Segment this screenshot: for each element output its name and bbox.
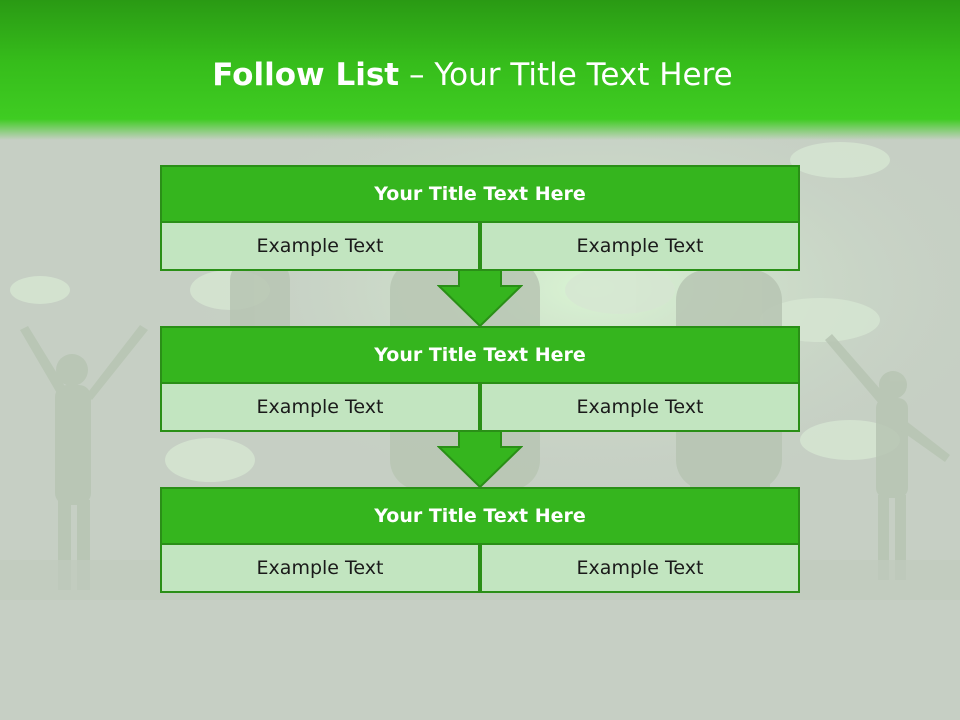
block-cell-right: Example Text bbox=[480, 382, 800, 432]
down-arrow-icon bbox=[437, 429, 523, 489]
slide-title: Follow List – Your Title Text Here bbox=[0, 52, 945, 98]
block-cell-left: Example Text bbox=[160, 382, 480, 432]
slide-title-rest: – Your Title Text Here bbox=[399, 57, 733, 93]
list-block: Your Title Text Here Example Text Exampl… bbox=[160, 326, 800, 432]
block-title: Your Title Text Here bbox=[160, 487, 800, 545]
list-block: Your Title Text Here Example Text Exampl… bbox=[160, 165, 800, 271]
block-title: Your Title Text Here bbox=[160, 326, 800, 384]
block-title: Your Title Text Here bbox=[160, 165, 800, 223]
list-block: Your Title Text Here Example Text Exampl… bbox=[160, 487, 800, 593]
block-cell-left: Example Text bbox=[160, 221, 480, 271]
slide-header bbox=[0, 0, 960, 140]
block-cell-right: Example Text bbox=[480, 221, 800, 271]
slide-title-bold: Follow List bbox=[212, 57, 400, 93]
down-arrow-icon bbox=[437, 268, 523, 328]
block-cell-left: Example Text bbox=[160, 543, 480, 593]
block-cell-right: Example Text bbox=[480, 543, 800, 593]
